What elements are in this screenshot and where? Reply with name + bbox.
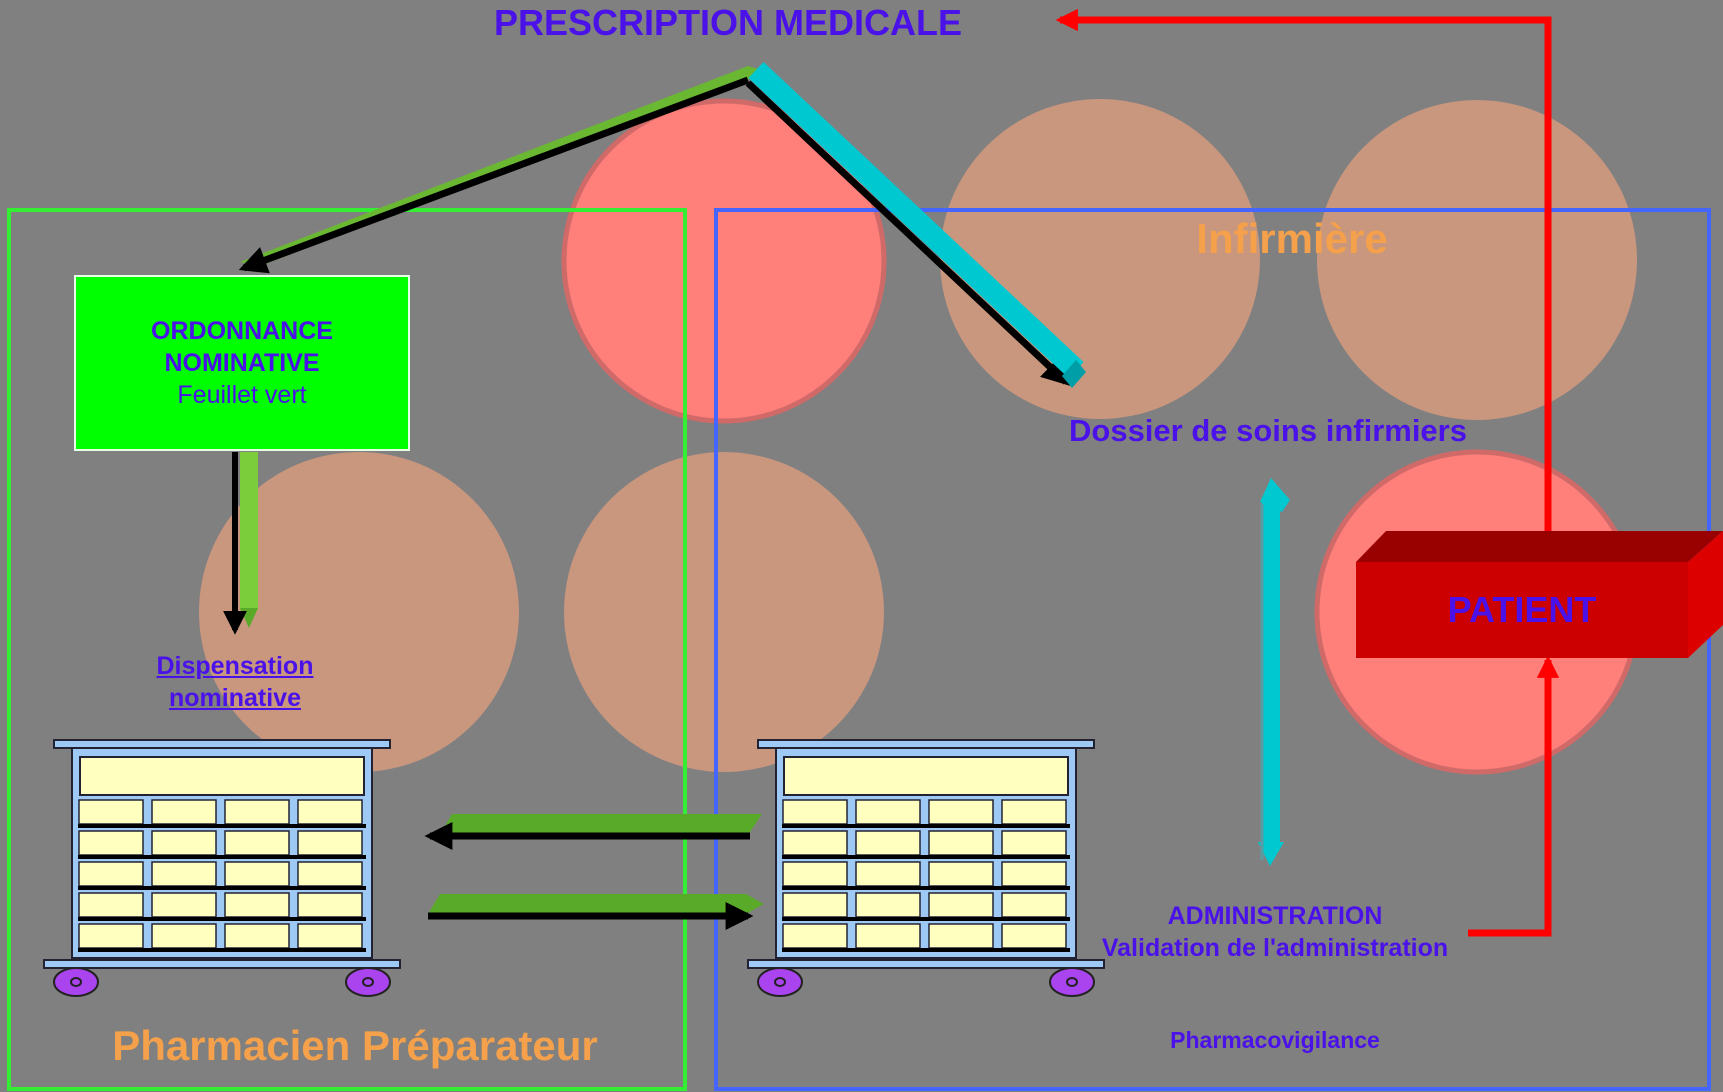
administration-label: ADMINISTRATION Validation de l'administr… bbox=[1055, 900, 1495, 964]
nurse-area-label: Infirmière bbox=[1196, 215, 1388, 262]
nursing-record-label: Dossier de soins infirmiers bbox=[1069, 413, 1467, 448]
prescription-box-line1: ORDONNANCE bbox=[151, 317, 333, 345]
administration-line1: ADMINISTRATION bbox=[1167, 902, 1383, 930]
circle-pink-top bbox=[561, 98, 887, 424]
arrow-pharmacy-to-cart bbox=[428, 894, 764, 930]
patient-label: PATIENT bbox=[1447, 589, 1597, 630]
pharmacy-frame bbox=[7, 208, 687, 1091]
arrow-patient-to-prescription bbox=[1055, 8, 1552, 540]
nurse-frame bbox=[714, 208, 1711, 1091]
wheel-icon bbox=[345, 967, 391, 997]
prescription-box-line3: Feuillet vert bbox=[177, 381, 307, 409]
arrow-nursing-record-administration bbox=[1258, 478, 1290, 866]
circle-tan-middle-center bbox=[564, 452, 884, 772]
arrow-ordonnance-to-dispensation bbox=[223, 452, 258, 635]
diagram-title: PRESCRIPTION MEDICALE bbox=[493, 2, 963, 43]
wheel-icon bbox=[757, 967, 803, 997]
wheel-icon bbox=[53, 967, 99, 997]
arrow-administration-to-patient bbox=[1468, 655, 1560, 937]
pharmacy-cart bbox=[43, 739, 401, 997]
dispensation-line1: Dispensation bbox=[156, 652, 314, 680]
arrow-prescription-to-nursing-record bbox=[745, 61, 1086, 388]
pharmacovigilance-label: Pharmacovigilance bbox=[1170, 1027, 1380, 1053]
patient-box bbox=[1356, 531, 1723, 658]
circle-tan-top-right bbox=[1317, 100, 1637, 420]
arrow-prescription-to-ordonnance bbox=[238, 66, 768, 274]
ward-cart bbox=[747, 739, 1105, 997]
prescription-box-line2: NOMINATIVE bbox=[164, 349, 320, 377]
wheel-icon bbox=[1049, 967, 1095, 997]
pharmacist-label: Pharmacien Préparateur bbox=[112, 1022, 598, 1069]
dispensation-label: Dispensation nominative bbox=[110, 650, 360, 714]
prescription-box: ORDONNANCE NOMINATIVE Feuillet vert bbox=[74, 275, 410, 451]
circle-tan-middle-left bbox=[199, 452, 519, 772]
dispensation-line2: nominative bbox=[169, 684, 301, 712]
administration-line2: Validation de l'administration bbox=[1101, 934, 1449, 962]
arrow-cart-to-pharmacy bbox=[424, 814, 762, 850]
